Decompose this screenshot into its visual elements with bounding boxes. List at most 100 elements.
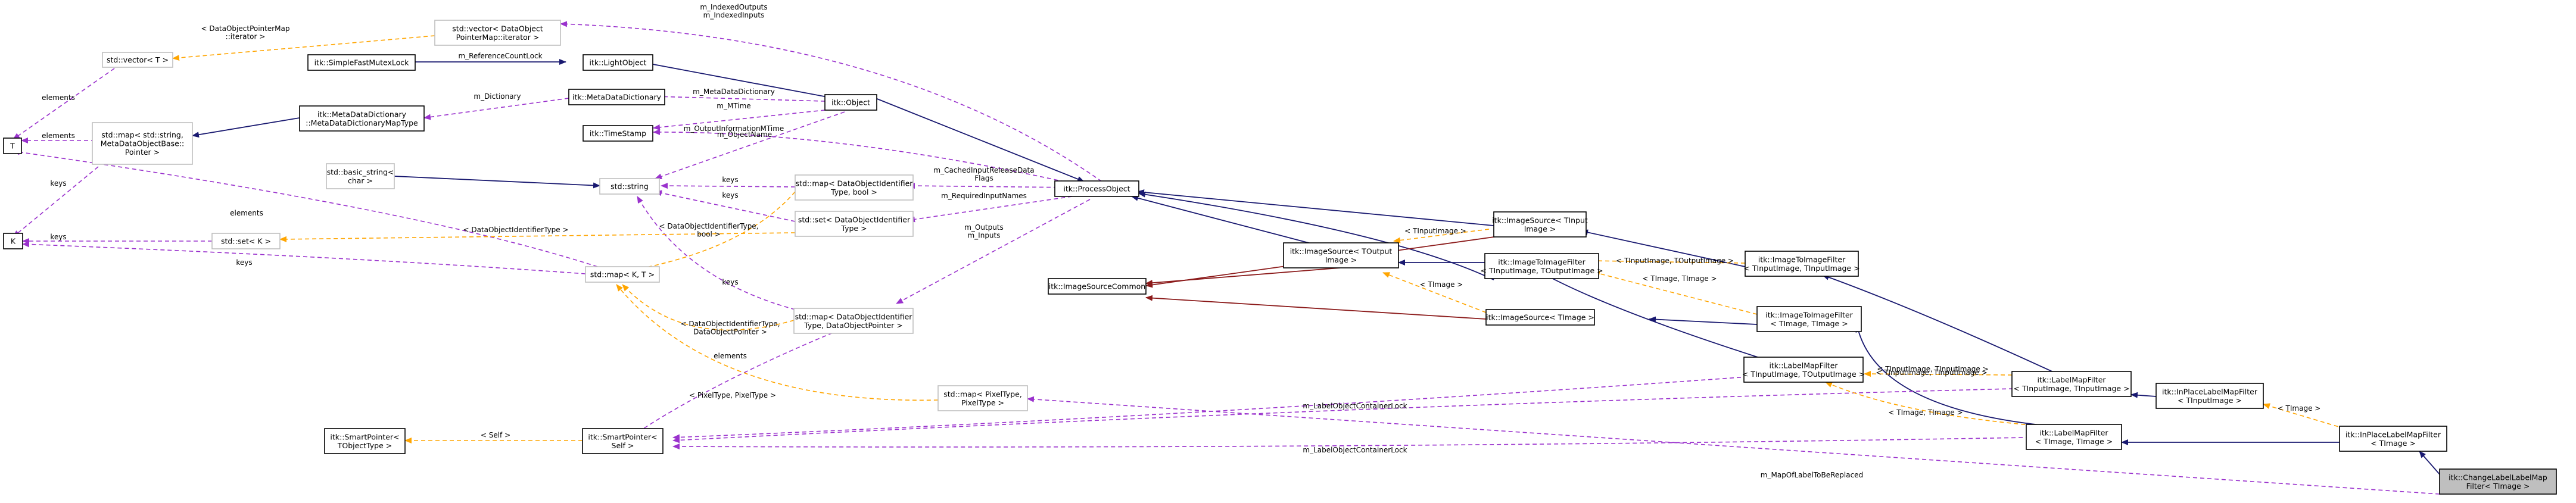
node-in-place-label-map-filter-tin-label: < TInputImage > xyxy=(2178,396,2242,405)
label-tinput-toutput-text: < TInputImage, TOutputImage > xyxy=(1616,257,1734,265)
edge-map-bool-to-string xyxy=(661,183,796,189)
label-m-meta-data-dictionary: m_MetaDataDictionary xyxy=(693,88,775,96)
label-keys-6-text: keys xyxy=(722,278,738,286)
label-dataobjectidentifiertype-pointer-text: < DataObjectIdentifierType, xyxy=(680,320,780,328)
node-t-box xyxy=(3,138,22,154)
node-meta-data-dictionary[interactable]: itk::MetaDataDictionary xyxy=(568,89,665,105)
node-image-source-tinput[interactable]: itk::ImageSource< TInputImage > xyxy=(1492,211,1588,238)
node-change-label-label-map-filter-label: Filter< TImage > xyxy=(2466,482,2530,490)
node-set-dataobject[interactable]: std::set< DataObjectIdentifierType > xyxy=(795,211,914,237)
edge-imagetoimage-tin-tin-to-imagesource-tinput xyxy=(1581,229,1746,267)
label-elements-4-text: elements xyxy=(714,352,747,360)
node-map-dataobject-pointer-label: std::map< DataObjectIdentifier xyxy=(795,312,913,321)
node-k[interactable]: K xyxy=(3,233,23,249)
node-label-map-filter-timage[interactable]: itk::LabelMapFilter< TImage, TImage > xyxy=(2026,424,2122,450)
label-m-reference-count-lock-text: m_ReferenceCountLock xyxy=(458,52,542,60)
node-meta-data-dictionary-label: itk::MetaDataDictionary xyxy=(572,93,662,102)
label-keys-1-text: keys xyxy=(50,179,66,188)
node-image-to-image-filter-tin-tin[interactable]: itk::ImageToImageFilter< TInputImage, TI… xyxy=(1743,251,1860,277)
node-image-source-toutput-label: itk::ImageSource< TOutput xyxy=(1290,246,1393,255)
label-m-output-information-mtime-text: m_OutputInformationMTime xyxy=(684,124,784,133)
node-time-stamp[interactable]: itk::TimeStamp xyxy=(583,125,653,142)
node-light-object-box xyxy=(583,54,653,71)
label-dataobjectidentifiertype-pointer-text: DataObjectPointer > xyxy=(693,328,767,336)
node-image-source-timage[interactable]: itk::ImageSource< TImage > xyxy=(1485,309,1595,326)
label-timage-1-text: < TImage > xyxy=(1420,280,1463,289)
label-timage-timage-1-text: < TImage, TImage > xyxy=(1642,274,1717,283)
node-map-dataobject-bool-label: Type, bool > xyxy=(830,188,877,196)
node-in-place-label-map-filter-timage-box xyxy=(2339,426,2447,452)
member-edges xyxy=(13,21,2440,495)
label-tinput-tinput-2-text: < TInputImage, TInputImage > xyxy=(1876,368,1987,377)
node-map-string-metadata[interactable]: std::map< std::string,MetaDataObjectBase… xyxy=(92,122,193,165)
label-keys-4-text: keys xyxy=(722,176,738,184)
node-meta-data-dictionary-map-type-label: itk::MetaDataDictionary xyxy=(317,110,407,118)
label-timage-timage-1: < TImage, TImage > xyxy=(1642,274,1717,283)
node-meta-data-dictionary-map-type[interactable]: itk::MetaDataDictionary::MetaDataDiction… xyxy=(299,105,425,132)
label-keys-6: keys xyxy=(722,278,738,286)
node-in-place-label-map-filter-timage-label: itk::InPlaceLabelMapFilter xyxy=(2346,430,2441,439)
node-label-map-filter-tin-tout[interactable]: itk::LabelMapFilter< TInputImage, TOutpu… xyxy=(1742,357,1865,383)
node-smart-pointer-self[interactable]: itk::SmartPointer<Self > xyxy=(582,428,664,454)
node-basic-string[interactable]: std::basic_string<char > xyxy=(326,163,395,189)
node-vector-dataobject-iterator[interactable]: std::vector< DataObjectPointerMap::itera… xyxy=(434,20,561,46)
label-m-mtime-text: m_MTime xyxy=(717,102,750,110)
node-vector-t-label: std::vector< T > xyxy=(107,55,169,64)
node-k-box xyxy=(3,233,23,249)
label-m-map-of-label-to-be-replaced: m_MapOfLabelToBeReplaced xyxy=(1761,471,1863,479)
node-object[interactable]: itk::Object xyxy=(824,94,877,111)
label-dataobject-pointer-map-iterator-text: ::iterator > xyxy=(226,33,266,41)
node-t[interactable]: T xyxy=(3,138,22,154)
node-process-object[interactable]: itk::ProcessObject xyxy=(1054,180,1139,197)
node-image-to-image-filter-tin-tout-label: itk::ImageToImageFilter xyxy=(1498,257,1586,266)
node-image-source-toutput[interactable]: itk::ImageSource< TOutputImage > xyxy=(1283,242,1399,268)
node-map-k-t[interactable]: std::map< K, T > xyxy=(585,266,660,283)
edge-imagesource-tinput-to-processobject xyxy=(1137,189,1500,227)
node-std-string[interactable]: std::string xyxy=(599,178,660,195)
node-image-to-image-filter-tin-tout[interactable]: itk::ImageToImageFilter< TInputImage, TO… xyxy=(1480,253,1603,279)
node-smart-pointer-tobject[interactable]: itk::SmartPointer<TObjectType > xyxy=(324,428,406,454)
label-timage-2-text: < TImage > xyxy=(2278,404,2321,413)
node-set-k[interactable]: std::set< K > xyxy=(211,233,281,249)
edge-vector-t-to-t xyxy=(13,64,121,140)
label-dataobjectidentifiertype-bool: < DataObjectIdentifierType,bool > xyxy=(659,222,758,239)
node-simple-fast-mutex-lock[interactable]: itk::SimpleFastMutexLock xyxy=(307,54,416,71)
label-m-dictionary: m_Dictionary xyxy=(474,92,521,101)
node-map-string-metadata-box xyxy=(92,122,193,165)
node-smart-pointer-self-label: itk::SmartPointer< xyxy=(588,432,657,441)
node-map-k-t-box xyxy=(585,266,660,283)
label-m-cached-input-release-text: m_CachedInputReleaseData xyxy=(933,166,1034,174)
label-keys-1: keys xyxy=(50,179,66,188)
label-m-outputs-inputs-text: m_Outputs xyxy=(964,223,1004,232)
edge-basicstring-to-string xyxy=(394,176,600,189)
edge-vector-dataobject-to-vector-t xyxy=(172,35,435,61)
label-elements-1-text: elements xyxy=(42,93,75,102)
node-in-place-label-map-filter-timage[interactable]: itk::InPlaceLabelMapFilter< TImage > xyxy=(2339,426,2447,452)
edge-map-pixeltype-to-map-kt xyxy=(616,284,939,401)
node-map-dataobject-bool[interactable]: std::map< DataObjectIdentifierType, bool… xyxy=(795,174,914,201)
label-m-required-input-names-text: m_RequiredInputNames xyxy=(941,192,1027,200)
node-label-map-filter-tin-tin[interactable]: itk::LabelMapFilter< TInputImage, TInput… xyxy=(2011,371,2132,397)
edge-labelmap-tin-tout-to-imagetoimage-tin-tout xyxy=(1540,271,1770,361)
node-map-pixeltype[interactable]: std::map< PixelType,PixelType > xyxy=(937,385,1028,411)
edge-map-bool-to-map-kt xyxy=(628,191,796,273)
label-elements-3: elements xyxy=(230,209,263,217)
node-set-k-label: std::set< K > xyxy=(221,237,271,246)
node-image-to-image-filter-timage[interactable]: itk::ImageToImageFilter< TImage, TImage … xyxy=(1756,306,1862,332)
edge-processobject-to-vector-dataobject xyxy=(560,21,1102,182)
node-in-place-label-map-filter-tin[interactable]: itk::InPlaceLabelMapFilter< TInputImage … xyxy=(2156,383,2264,409)
edge-map-pointer-to-string xyxy=(637,196,796,310)
node-light-object[interactable]: itk::LightObject xyxy=(583,54,653,71)
edge-set-dataobject-to-string xyxy=(655,190,796,222)
node-change-label-label-map-filter-box xyxy=(2439,468,2557,495)
node-vector-t[interactable]: std::vector< T > xyxy=(102,52,173,68)
node-image-source-toutput-label: Image > xyxy=(1325,255,1357,264)
node-map-pixeltype-label: std::map< PixelType, xyxy=(943,389,1022,398)
edge-imagesource-toutput-to-common xyxy=(1145,267,1341,286)
node-map-dataobject-pointer[interactable]: std::map< DataObjectIdentifierType, Data… xyxy=(793,308,914,334)
node-image-source-common[interactable]: itk::ImageSourceCommon xyxy=(1048,278,1147,295)
